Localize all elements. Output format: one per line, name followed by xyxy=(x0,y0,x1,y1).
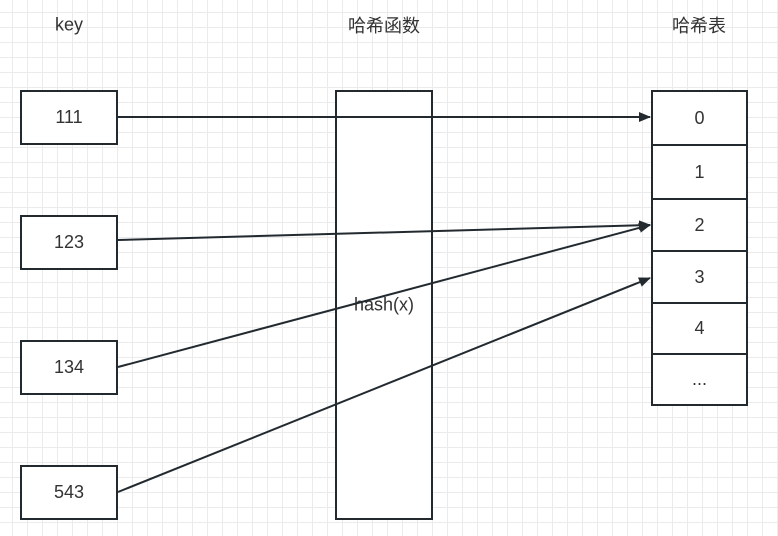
key-box-0: 111 xyxy=(20,90,118,145)
key-box-3: 543 xyxy=(20,465,118,520)
arrow-123-to-2 xyxy=(117,220,651,241)
arrow-134-to-2 xyxy=(117,223,651,368)
table-slot-3: 3 xyxy=(651,250,748,304)
hash-function-header: 哈希函数 xyxy=(348,16,420,36)
table-slot-5: ... xyxy=(651,353,748,406)
key-box-2: 134 xyxy=(20,340,118,395)
key-header: key xyxy=(54,14,84,35)
hash-table-header: 哈希表 xyxy=(672,16,726,36)
table-slot-2: 2 xyxy=(651,198,748,252)
key-box-1: 123 xyxy=(20,215,118,270)
arrow-543-to-3 xyxy=(117,277,651,493)
